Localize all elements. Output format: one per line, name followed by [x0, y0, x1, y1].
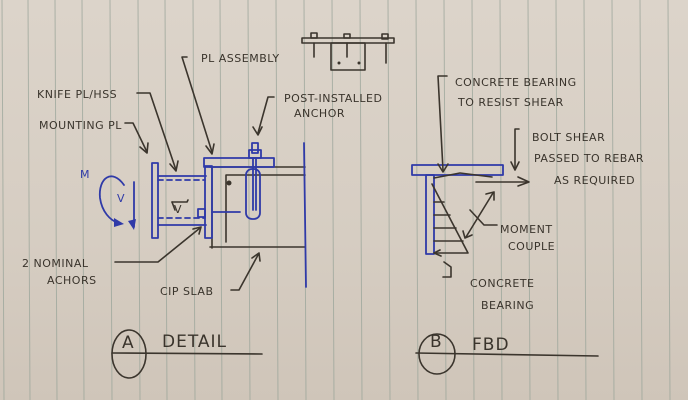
detail-b-leaders — [437, 75, 520, 278]
detail-b-letter: B — [430, 332, 443, 352]
callout-post-installed-1: POST-INSTALLED — [284, 92, 382, 105]
callout-plate-assembly: PL ASSEMBLY — [201, 52, 280, 65]
callout-bolt-shear-2: PASSED TO REBAR — [534, 152, 644, 165]
detail-a-drawing — [99, 142, 307, 288]
detail-a-tag — [111, 329, 263, 379]
callout-post-installed-2: ANCHOR — [294, 107, 345, 120]
detail-b-drawing — [411, 164, 530, 257]
callout-knife-plate: KNIFE PL/HSS — [37, 88, 117, 101]
detail-b-title: FBD — [472, 335, 510, 355]
callout-nominal-anchors-1: 2 NOMINAL — [22, 257, 89, 270]
callout-concrete-bearing-shear-1: CONCRETE BEARING — [455, 76, 577, 89]
callout-bolt-shear-3: AS REQUIRED — [554, 174, 635, 187]
shear-label: V — [117, 192, 125, 205]
callout-concrete-bearing-2: BEARING — [481, 299, 534, 312]
detail-a-letter: A — [122, 333, 135, 353]
detail-b-tag — [415, 333, 599, 375]
callout-nominal-anchors-2: ACHORS — [47, 274, 97, 287]
moment-label: M — [80, 168, 90, 181]
callout-bolt-shear-1: BOLT SHEAR — [532, 131, 605, 144]
detail-a-title: DETAIL — [162, 332, 227, 352]
plate-assembly-sketch — [301, 32, 395, 71]
callout-concrete-bearing-1: CONCRETE — [470, 277, 535, 290]
callout-mounting-plate: MOUNTING PL — [39, 119, 122, 132]
callout-moment-couple-2: COUPLE — [508, 240, 555, 253]
ruled-lines — [1, 0, 671, 400]
shear-inner-label: V — [174, 203, 182, 216]
callout-cip-slab: CIP SLAB — [160, 285, 214, 298]
detail-a-leaders — [114, 56, 275, 291]
callout-concrete-bearing-shear-2: TO RESIST SHEAR — [457, 96, 564, 109]
callout-moment-couple-1: MOMENT — [500, 223, 553, 236]
